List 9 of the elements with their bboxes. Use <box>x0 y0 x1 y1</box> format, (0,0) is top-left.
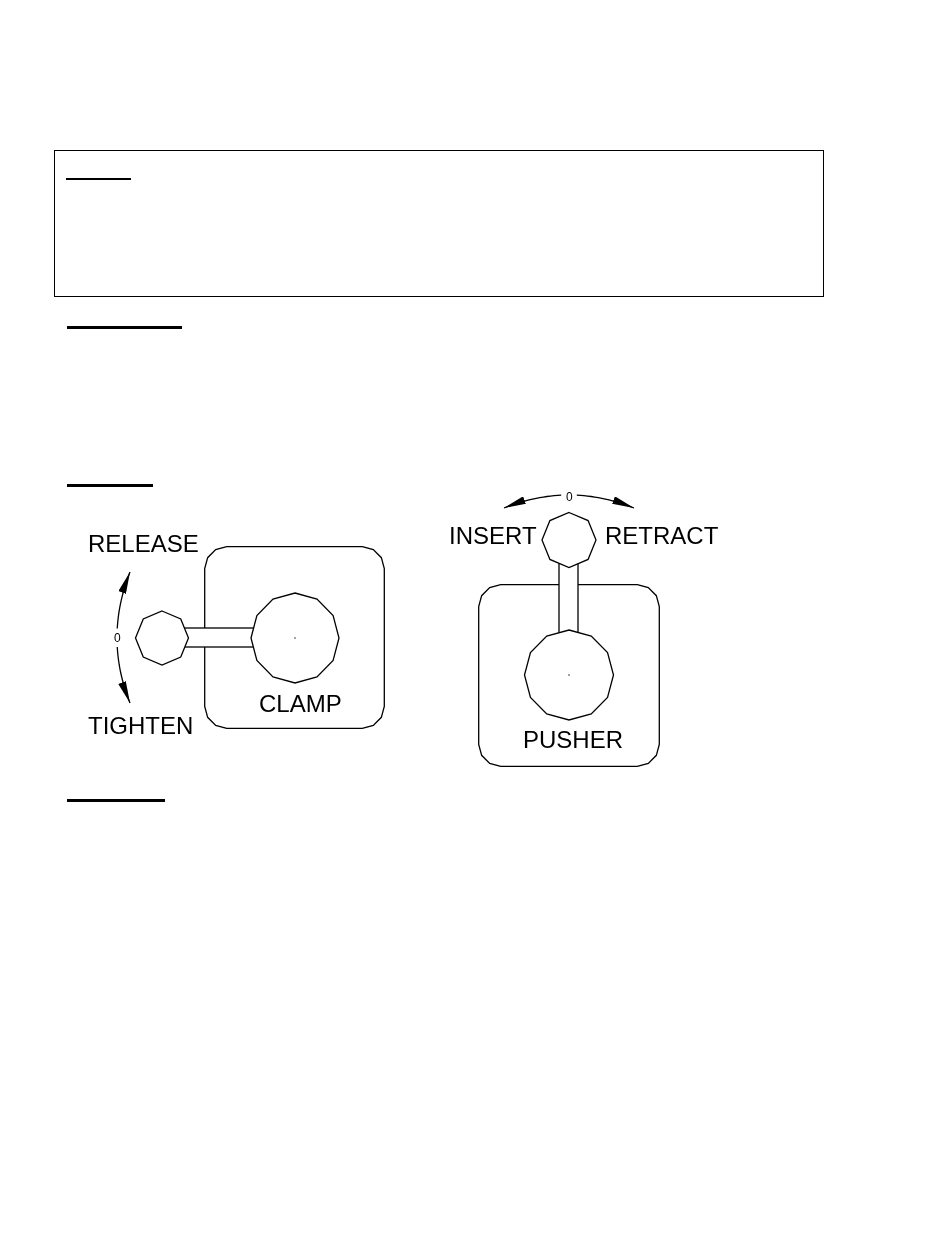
panel-label: CLAMP <box>259 692 342 716</box>
direction-label: RELEASE <box>88 532 199 556</box>
note-box <box>54 150 824 297</box>
position-mark-label: 0 <box>566 491 573 503</box>
direction-label: TIGHTEN <box>88 714 194 738</box>
direction-label: INSERT <box>449 524 537 548</box>
position-mark-label: 0 <box>114 632 121 644</box>
direction-label: RETRACT <box>605 524 719 548</box>
panel-label: PUSHER <box>523 728 624 752</box>
